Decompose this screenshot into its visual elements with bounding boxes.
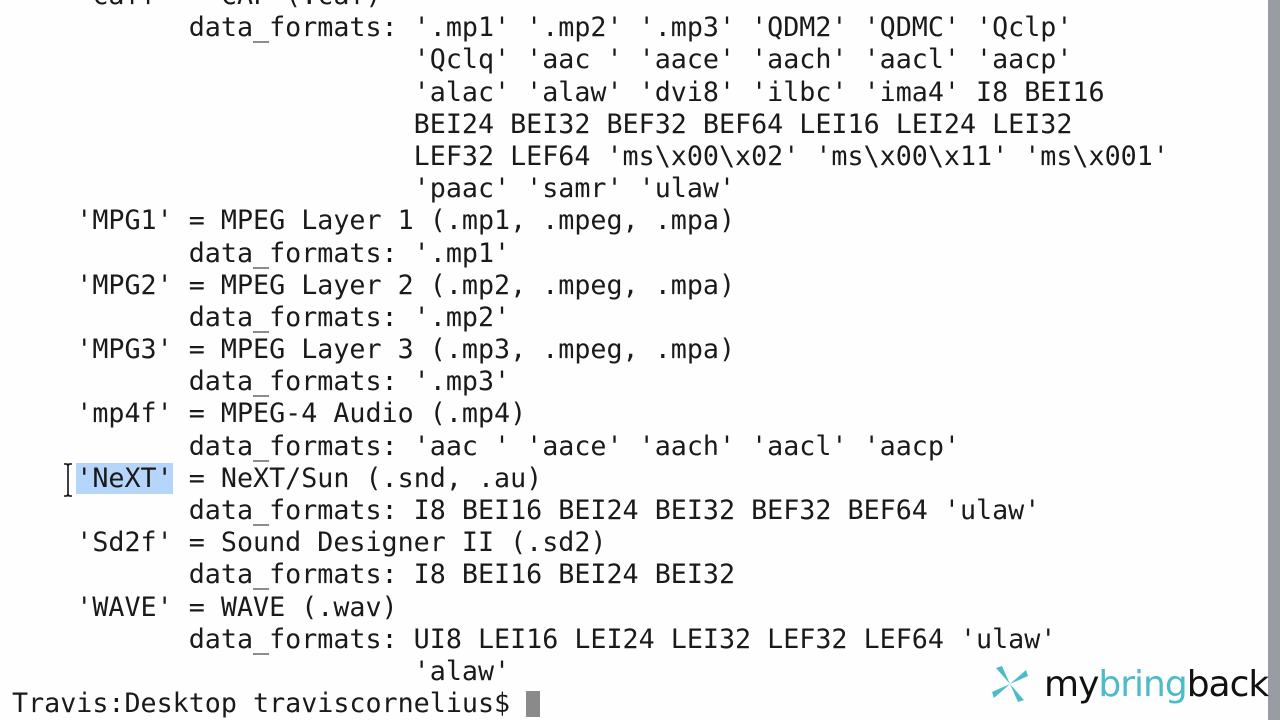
block-cursor [526,691,541,718]
terminal-line: data_formats: UI8 LEI16 LEI24 LEI32 LEF3… [12,623,1057,655]
terminal-line: 'MPG2' = MPEG Layer 2 (.mp2, .mpeg, .mpa… [12,269,736,301]
terminal-line: data_formats: 'aac ' 'aace' 'aach' 'aacl… [12,430,960,462]
terminal-line: 'MPG1' = MPEG Layer 1 (.mp1, .mpeg, .mpa… [12,205,736,237]
terminal-line: data_formats: '.mp1' '.mp2' '.mp3' 'QDM2… [12,12,1073,44]
terminal-line: data_formats: I8 BEI16 BEI24 BEI32 [12,559,736,591]
terminal-line: 'alaw' [12,655,511,687]
terminal-line: 'Sd2f' = Sound Designer II (.sd2) [12,527,607,559]
terminal-line: 'paac' 'samr' 'ulaw' [12,173,736,205]
mybringback-logo: mybringback [988,660,1280,708]
terminal-line: data_formats: '.mp1' [12,237,511,269]
terminal-output[interactable]: 'caff' = CAF (.caf) data_formats: '.mp1'… [12,0,1169,720]
terminal-line: 'alac' 'alaw' 'dvi8' 'ilbc' 'ima4' I8 BE… [12,76,1105,108]
text-cursor-ibeam-icon [64,463,72,497]
logo-wordmark: mybringback [1044,663,1269,705]
text-selection[interactable]: 'NeXT' [76,462,173,494]
terminal-line: 'WAVE' = WAVE (.wav) [12,591,398,623]
terminal-line: 'mp4f' = MPEG-4 Audio (.mp4) [12,398,527,430]
terminal-line: 'MPG3' = MPEG Layer 3 (.mp3, .mpeg, .mpa… [12,334,736,366]
terminal-line: 'caff' = CAF (.caf) [12,0,1169,12]
shell-prompt-line[interactable]: Travis:Desktop traviscornelius$ [12,688,1169,720]
line-rest: = NeXT/Sun (.snd, .au) [172,462,543,494]
terminal-line: data_formats: '.mp3' [12,366,511,398]
logo-pinwheel-icon [992,666,1028,702]
terminal-line: 'Qclq' 'aac ' 'aace' 'aach' 'aacl' 'aacp… [12,44,1073,76]
terminal-line: BEI24 BEI32 BEF32 BEF64 LEI16 LEI24 LEI3… [12,108,1073,140]
shell-prompt: Travis:Desktop traviscornelius$ [12,688,527,720]
terminal-line: data_formats: '.mp2' [12,301,511,333]
scrollbar[interactable] [1268,0,1280,720]
terminal-line-selected: 'NeXT' = NeXT/Sun (.snd, .au) [12,462,1169,495]
terminal-line: data_formats: I8 BEI16 BEI24 BEI32 BEF32… [12,495,1041,526]
terminal-line: LEF32 LEF64 'ms\x00\x02' 'ms\x00\x11' 'm… [12,140,1169,172]
